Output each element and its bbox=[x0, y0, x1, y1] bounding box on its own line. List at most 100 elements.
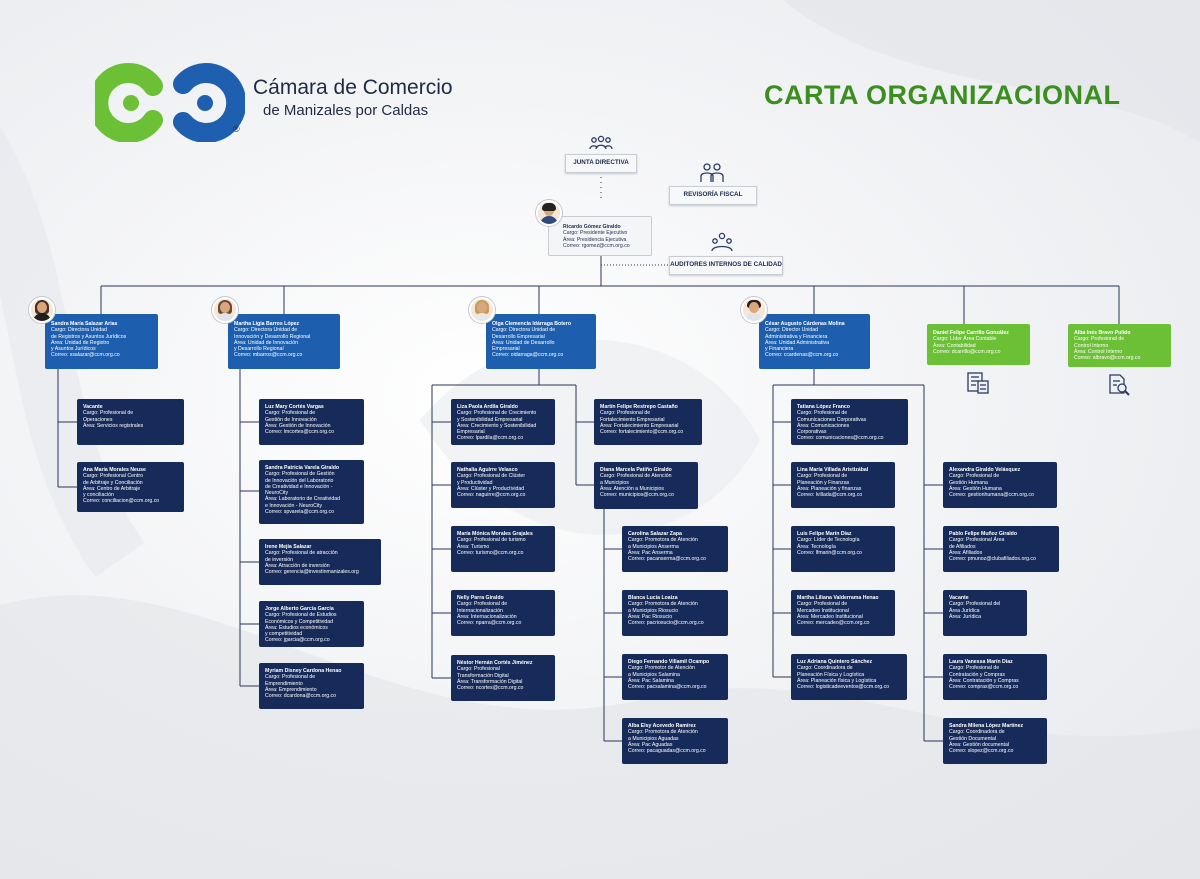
staff-line: Cargo: Profesional de Atención bbox=[600, 473, 672, 480]
staff-line: Área: Mercadeo Institucional bbox=[797, 613, 863, 620]
staff-line: Área: Pac Riosucio bbox=[628, 613, 673, 620]
director-line: de Registros y Asuntos Jurídicos bbox=[51, 333, 127, 340]
director-line: Área: Unidad de Desarrollo bbox=[492, 339, 555, 346]
staff-line: Cargo: Coordinadora de bbox=[949, 729, 1005, 736]
unit-card-control-interno: Alba Inés Bravo Pulido Cargo: Profesiona… bbox=[1068, 324, 1171, 367]
staff-card: Luz Adriana Quintero Sánchez Cargo: Coor… bbox=[791, 654, 907, 700]
staff-line: a Municipios Salamina bbox=[628, 671, 680, 678]
staff-line: Planeación Física y Logística bbox=[797, 671, 865, 678]
staff-card: Liza Paola Ardila Giraldo Cargo: Profesi… bbox=[451, 399, 555, 445]
staff-card: María Mónica Morales Grajales Cargo: Pro… bbox=[451, 526, 555, 572]
staff-line: Cargo: Profesional bbox=[457, 666, 500, 673]
group-icon bbox=[711, 232, 733, 252]
staff-line: Área: Turismo bbox=[457, 543, 490, 550]
staff-name: Pablo Felipe Muñoz Giraldo bbox=[949, 531, 1018, 537]
staff-line: Correo: nparra@ccm.org.co bbox=[457, 620, 522, 627]
staff-line: Área: Emprendimiento bbox=[265, 686, 317, 693]
staff-name: Diego Fernando Villamil Ocampo bbox=[628, 659, 710, 665]
staff-name: Nathalia Aguirre Velasco bbox=[457, 467, 518, 473]
staff-line: y Productividad bbox=[457, 479, 493, 486]
staff-line: a Municipios Anserma bbox=[628, 543, 679, 550]
staff-line: Contratación y Compras bbox=[949, 671, 1005, 678]
staff-line: Área: Comunicaciones bbox=[797, 422, 850, 429]
staff-line: Cargo: Profesional de Gestión bbox=[265, 471, 335, 478]
staff-line: Área: Afiliados bbox=[949, 549, 983, 556]
staff-card: Ana María Morales Neuse Cargo: Profesion… bbox=[77, 462, 184, 512]
staff-line: NeuroCity bbox=[265, 490, 289, 497]
staff-name: Myriam Disney Cardona Henao bbox=[265, 668, 342, 674]
staff-line: Cargo: Promotor de Atención bbox=[628, 665, 695, 672]
staff-line: Emprendimiento bbox=[265, 680, 303, 687]
staff-line: y conciliación bbox=[83, 492, 114, 499]
brand-logo: Cámara de Comercio de Manizales por Cald… bbox=[95, 62, 465, 142]
director-name: Martha Ligia Barros López bbox=[234, 321, 300, 327]
unit-line: Área: Control Interno bbox=[1074, 348, 1123, 355]
director-line: Cargo: Directora Unidad de bbox=[492, 327, 556, 334]
executive-line: Cargo: Presidente Ejecutivo bbox=[563, 230, 628, 237]
staff-line: Comunicaciones Corporativas bbox=[797, 416, 867, 423]
director-card-administrativa: César Augusto Cárdenas Molina Cargo: Dir… bbox=[759, 314, 870, 369]
staff-line: Correo: slopez@ccm.org.co bbox=[949, 748, 1014, 755]
staff-line: Cargo: Líder de Tecnología bbox=[797, 537, 860, 544]
staff-name: Vacante bbox=[83, 404, 103, 410]
staff-line: Área: Gestión Humana bbox=[949, 485, 1002, 492]
staff-line: Corporativas bbox=[797, 429, 827, 436]
director-line: y Financiera bbox=[765, 346, 794, 353]
staff-name: María Mónica Morales Grajales bbox=[457, 531, 533, 537]
staff-card: Nelly Parra Giraldo Cargo: Profesional d… bbox=[451, 590, 555, 636]
unit-name: Daniel Felipe Carrillo González bbox=[933, 330, 1009, 336]
staff-line: Correo: turismo@ccm.org.co bbox=[457, 549, 524, 556]
staff-name: Lina María Villada Aristizábal bbox=[797, 467, 869, 473]
staff-line: Cargo: Promotora de Atención bbox=[628, 601, 698, 608]
staff-line: Área: Internacionalización bbox=[457, 613, 517, 620]
director-line: Cargo: Directora Unidad bbox=[51, 327, 107, 334]
executive-line: Área: Presidencia Ejecutiva bbox=[563, 236, 627, 243]
staff-card: Myriam Disney Cardona Henao Cargo: Profe… bbox=[259, 663, 364, 709]
registered-mark: ® bbox=[233, 124, 240, 134]
staff-line: Correo: municipios@ccm.org.co bbox=[600, 492, 674, 499]
staff-line: Operaciones bbox=[83, 416, 113, 423]
staff-line: Mercadeo Institucional bbox=[797, 607, 849, 614]
staff-name: Alba Elsy Acevedo Ramírez bbox=[628, 723, 696, 729]
executive-line: Correo: rgomez@ccm.org.co bbox=[563, 242, 630, 249]
staff-card: Vacante Cargo: Profesional de Operacione… bbox=[77, 399, 184, 445]
staff-name: Luis Felipe Marín Díaz bbox=[797, 531, 852, 537]
staff-name: Ana María Morales Neuse bbox=[83, 467, 146, 473]
staff-line: Área: Jurídica bbox=[949, 613, 982, 620]
staff-line: Área Jurídica bbox=[949, 607, 980, 614]
staff-name: Diana Marcela Patiño Giraldo bbox=[600, 467, 672, 473]
director-line: y Asuntos Jurídicos bbox=[51, 346, 96, 353]
staff-card: Lina María Villada Aristizábal Cargo: Pr… bbox=[791, 462, 895, 508]
staff-name: Sandra Milena López Martínez bbox=[949, 723, 1024, 729]
staff-line: de Afiliados bbox=[949, 543, 976, 550]
staff-line: Área: Tecnología bbox=[797, 543, 836, 550]
director-name: César Augusto Cárdenas Molina bbox=[765, 321, 845, 327]
staff-card: Martha Liliana Valderrama Henao Cargo: P… bbox=[791, 590, 895, 636]
staff-line: Cargo: Profesional de bbox=[949, 473, 1000, 480]
staff-line: a Municipios bbox=[600, 479, 629, 486]
staff-card: Blanca Lucía Loaiza Cargo: Promotora de … bbox=[622, 590, 728, 636]
org-name: Cámara de Comercio bbox=[253, 76, 453, 99]
staff-card: Sandra Milena López Martínez Cargo: Coor… bbox=[943, 718, 1047, 764]
staff-line: Área: Transformación Digital bbox=[457, 678, 523, 685]
staff-card: Martín Felipe Restrepo Castaño Cargo: Pr… bbox=[594, 399, 702, 445]
staff-line: Gestión Documental bbox=[949, 735, 996, 742]
director-line: y Desarrollo Regional bbox=[234, 346, 284, 353]
director-line: Empresarial bbox=[492, 346, 520, 353]
auditors-box: AUDITORES INTERNOS DE CALIDAD bbox=[669, 256, 783, 275]
unit-line: Cargo: Profesional de bbox=[1074, 336, 1125, 343]
staff-card: Diana Marcela Patiño Giraldo Cargo: Prof… bbox=[594, 462, 698, 509]
page-title: CARTA ORGANIZACIONAL bbox=[764, 80, 1121, 110]
staff-line: Transformación Digital bbox=[457, 672, 509, 679]
staff-line: Cargo: Promotora de Atención bbox=[628, 729, 698, 736]
staff-line: Empresarial bbox=[457, 429, 485, 436]
logo-mark-icon bbox=[95, 63, 245, 142]
unit-line: Control Interno bbox=[1074, 342, 1109, 349]
staff-line: Correo: conciliacion@ccm.org.co bbox=[83, 498, 160, 505]
staff-line: Área: Servicios registrales bbox=[83, 422, 144, 429]
staff-line: Área: Atención a Municipios bbox=[600, 485, 665, 492]
executive-name: Ricardo Gómez Giraldo bbox=[563, 224, 621, 230]
staff-line: Correo: logisticadeeventos@ccm.org.co bbox=[797, 684, 890, 691]
staff-name: Vacante bbox=[949, 595, 969, 601]
